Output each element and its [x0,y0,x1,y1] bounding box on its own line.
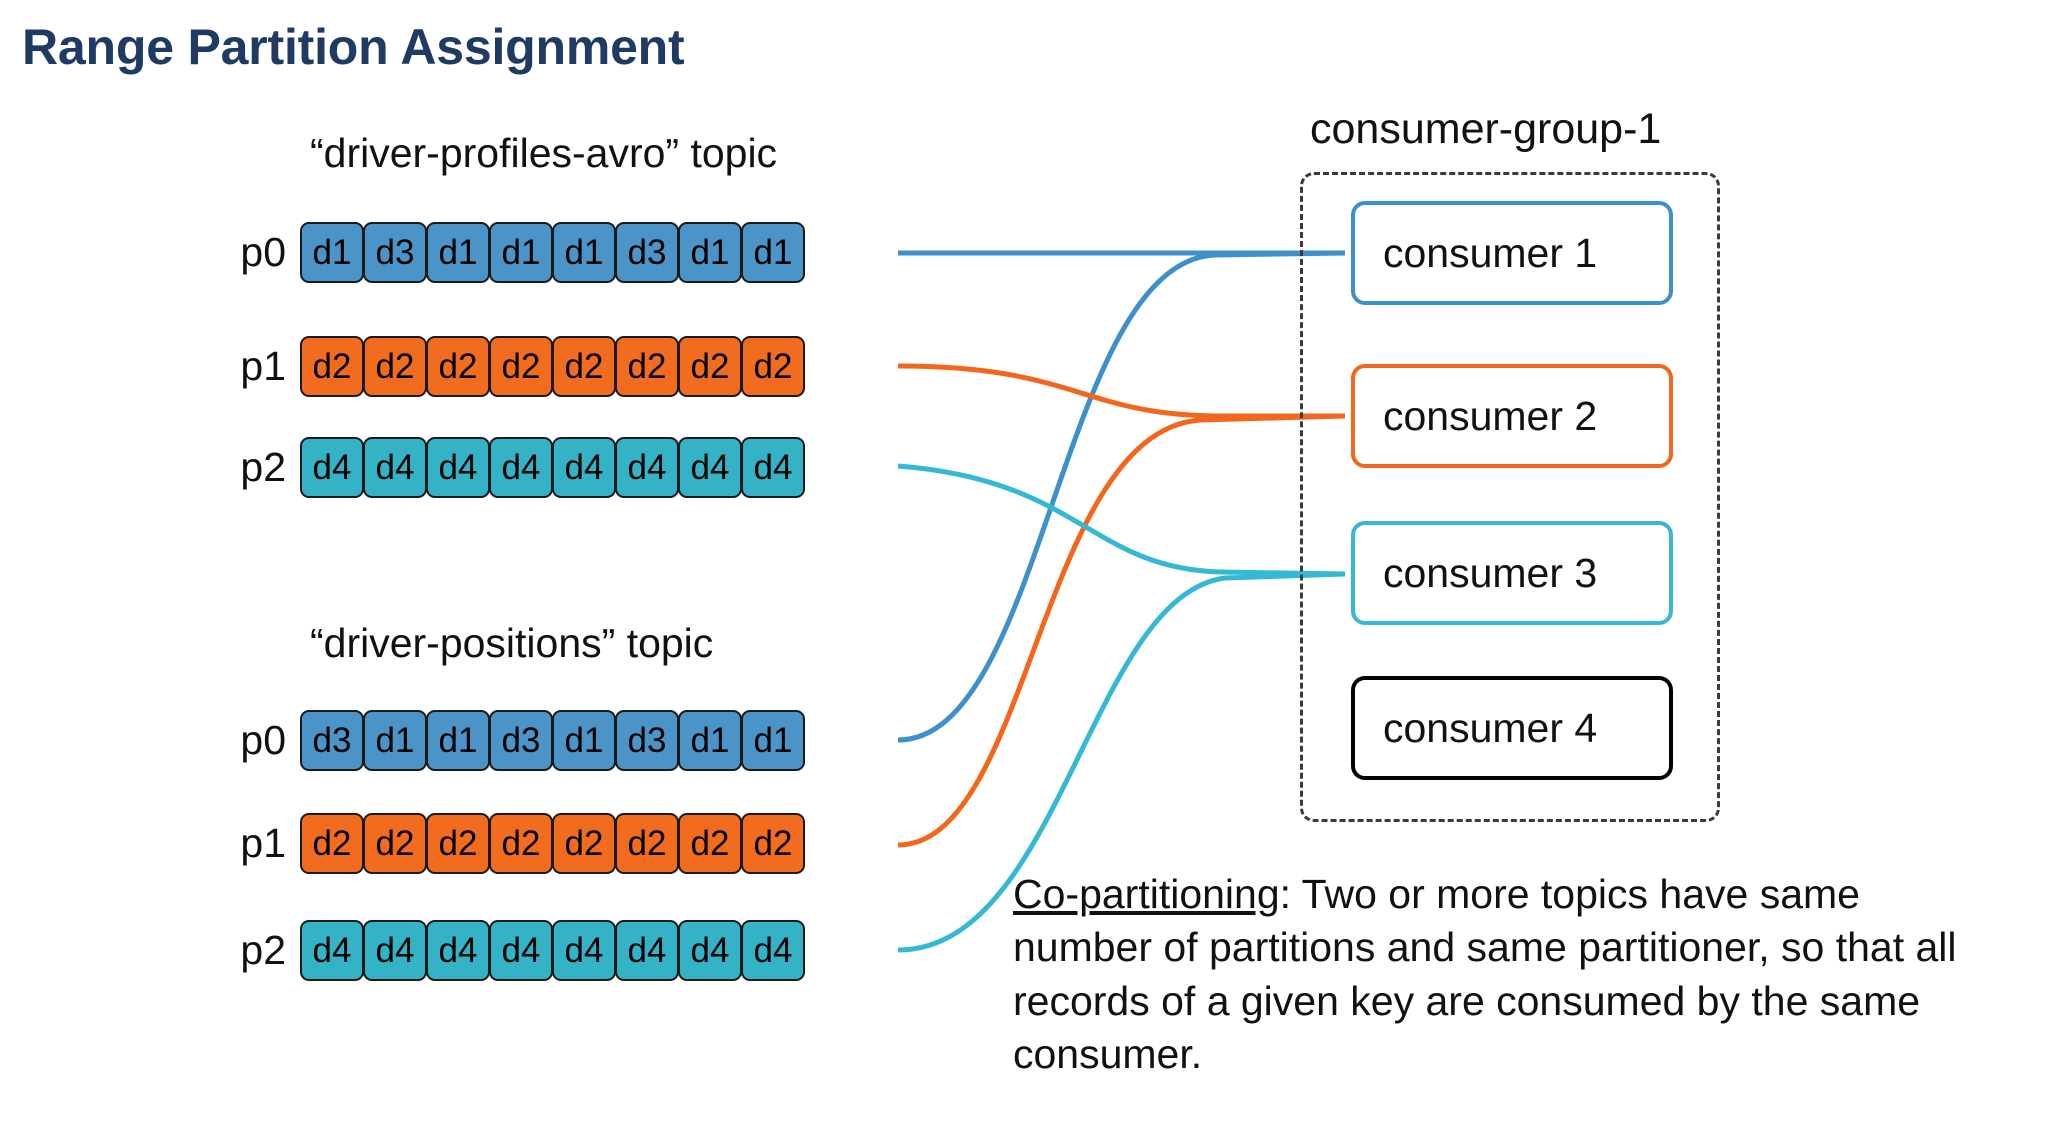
partition-cell: d2 [615,813,679,874]
partition-cell: d4 [489,920,553,981]
consumer-box-1[interactable]: consumer 1 [1351,201,1673,305]
partition-cell: d4 [741,920,805,981]
co-partitioning-caption: Co-partitioning: Two or more topics have… [1013,868,1993,1081]
partition-cell: d1 [552,710,616,771]
partition-cell: d3 [363,222,427,283]
partition-cell: d1 [363,710,427,771]
partition-label: p0 [240,717,286,763]
partition-cell: d1 [489,222,553,283]
consumer-box-4[interactable]: consumer 4 [1351,676,1673,780]
partition-cell: d4 [741,437,805,498]
consumer-box-3[interactable]: consumer 3 [1351,521,1673,625]
partition-label: p2 [240,444,286,490]
consumer-group-boundary [1300,172,1720,822]
connector-t2p1-consumer2 [897,413,1346,848]
partition-cell: d1 [741,710,805,771]
consumer-label: consumer 3 [1383,549,1598,596]
partition-cell: d2 [300,813,364,874]
partition-cell: d1 [678,710,742,771]
partition-cell: d1 [678,222,742,283]
partition-cell: d4 [300,920,364,981]
partition-cell: d2 [363,813,427,874]
topic-title: “driver-profiles-avro” topic [310,130,778,176]
partition-cell: d2 [552,813,616,874]
partition-cell: d2 [615,336,679,397]
partition-cell: d1 [300,222,364,283]
connector-t1p2-consumer3 [897,463,1346,577]
partition-cell: d2 [489,813,553,874]
partition-cell: d1 [741,222,805,283]
partition-cell: d4 [426,920,490,981]
consumer-label: consumer 1 [1383,229,1598,276]
page-title: Range Partition Assignment [22,19,685,75]
caption-term: Co-partitioning [1013,871,1280,917]
partition-cell: d2 [741,813,805,874]
partition-cell: d4 [552,437,616,498]
partition-cell: d2 [426,813,490,874]
partition-cell: d4 [426,437,490,498]
partition-cell: d4 [615,920,679,981]
topic-block-1: “driver-profiles-avro” topic [310,130,777,177]
partition-cell: d2 [363,336,427,397]
partition-cell: d1 [552,222,616,283]
partition-cell: d1 [426,710,490,771]
partition-label: p2 [240,927,286,973]
partition-cell: d2 [552,336,616,397]
partition-label: p0 [240,229,286,275]
partition-cell: d4 [489,437,553,498]
partition-cell: d2 [741,336,805,397]
consumer-label: consumer 2 [1383,392,1598,439]
partition-cell: d2 [300,336,364,397]
partition-cell: d3 [300,710,364,771]
partition-cell: d3 [615,222,679,283]
partition-cell: d4 [363,437,427,498]
partition-cell: d2 [426,336,490,397]
partition-cell: d2 [678,336,742,397]
caption-body: : Two or more topics have same number of… [1013,871,1957,1077]
consumer-group-title: consumer-group-1 [1310,105,1662,153]
partition-label: p1 [240,820,286,866]
topic-title: “driver-positions” topic [310,620,714,666]
topic-block-2: “driver-positions” topic [310,620,713,667]
connector-t1p1-consumer2 [897,363,1345,419]
partition-cell: d3 [615,710,679,771]
partition-cell: d4 [552,920,616,981]
partition-cell: d2 [678,813,742,874]
partition-cell: d1 [426,222,490,283]
partition-cell: d4 [363,920,427,981]
partition-cell: d4 [678,437,742,498]
partition-cell: d3 [489,710,553,771]
consumer-box-2[interactable]: consumer 2 [1351,364,1673,468]
partition-cell: d4 [300,437,364,498]
consumer-label: consumer 4 [1383,704,1598,751]
connector-t2p0-consumer1 [897,250,1346,743]
partition-cell: d4 [678,920,742,981]
partition-cell: d2 [489,336,553,397]
partition-cell: d4 [615,437,679,498]
partition-label: p1 [240,343,286,389]
